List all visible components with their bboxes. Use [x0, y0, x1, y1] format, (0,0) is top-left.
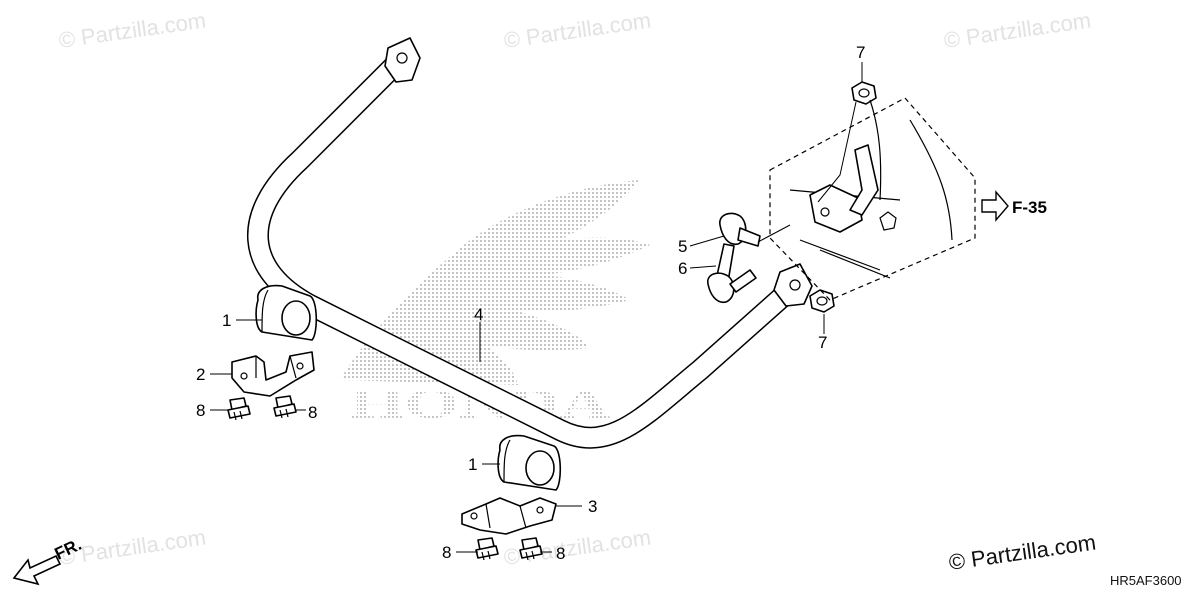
reference-label: F-35 — [1012, 198, 1047, 217]
flange-bolt — [519, 537, 543, 561]
callout-1-upper: 1 — [222, 311, 231, 330]
callout-8-lower-b: 8 — [556, 544, 565, 563]
callout-3: 3 — [588, 497, 597, 516]
watermark: © Partzilla.com — [942, 8, 1092, 53]
callout-8-lower-a: 8 — [442, 543, 451, 562]
callout-7-lower: 7 — [818, 333, 827, 352]
flange-nut — [809, 289, 835, 313]
callout-7-upper: 7 — [856, 43, 865, 62]
flange-bolt — [273, 395, 297, 419]
flange-bolt — [475, 537, 499, 561]
stabilizer-link — [707, 212, 761, 304]
callout-2: 2 — [196, 365, 205, 384]
watermark: © Partzilla.com — [502, 8, 652, 53]
reference-arrow-icon — [981, 190, 1009, 222]
bushing-holder-left — [231, 351, 315, 397]
callout-8-left-a: 8 — [196, 401, 205, 420]
leader-lines — [210, 62, 863, 553]
bushing-holder-right — [461, 497, 557, 535]
front-arrow-icon — [12, 554, 62, 586]
diagram-code: HR5AF3600 — [1110, 573, 1182, 588]
callout-8-left-b: 8 — [308, 403, 317, 422]
flange-nut — [851, 81, 877, 105]
copyright-notice: © Partzilla.com — [947, 530, 1097, 575]
flange-bolt — [227, 397, 251, 421]
callout-1-lower: 1 — [468, 455, 477, 474]
callout-4: 4 — [474, 305, 483, 324]
callout-6: 6 — [678, 259, 687, 278]
bushing-lower — [497, 434, 562, 491]
frame-reference-area — [769, 97, 976, 301]
callout-5: 5 — [678, 237, 687, 256]
watermark: © Partzilla.com — [57, 8, 207, 53]
